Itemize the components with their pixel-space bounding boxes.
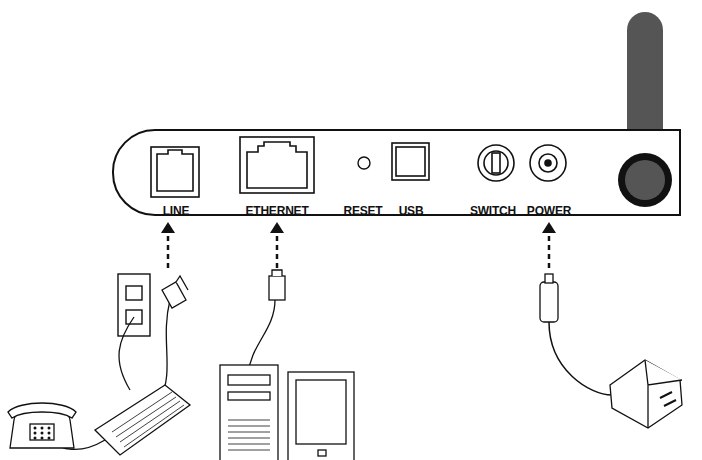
port-label: POWER xyxy=(527,205,571,217)
power-adapter xyxy=(610,360,682,428)
dc-plug xyxy=(540,274,558,322)
power-cable xyxy=(549,322,612,395)
plug-in-arrows xyxy=(168,232,549,268)
power-socket xyxy=(530,145,566,181)
wall-jack xyxy=(118,274,150,336)
splitter xyxy=(95,385,190,455)
port-label: USB xyxy=(399,205,424,217)
computer-tower xyxy=(220,365,278,460)
port-label: LINE xyxy=(163,205,190,217)
back-panel xyxy=(113,130,680,215)
ethernet-cable xyxy=(248,300,275,375)
reset-hole xyxy=(358,157,370,169)
ethernet-jack xyxy=(240,137,314,193)
rj11-plug xyxy=(162,276,188,308)
port-label: ETHERNET xyxy=(245,205,308,217)
switch-knob xyxy=(478,145,514,181)
port-label: RESET xyxy=(343,205,382,217)
monitor xyxy=(288,372,354,460)
telephone xyxy=(8,403,76,448)
antenna-base-inner xyxy=(625,160,665,200)
line-jack xyxy=(151,147,199,197)
rj45-plug xyxy=(269,270,285,300)
port-label: SWITCH xyxy=(470,205,516,217)
usb-port xyxy=(392,143,429,180)
arrow-heads xyxy=(161,222,556,233)
antenna-base xyxy=(618,153,672,207)
